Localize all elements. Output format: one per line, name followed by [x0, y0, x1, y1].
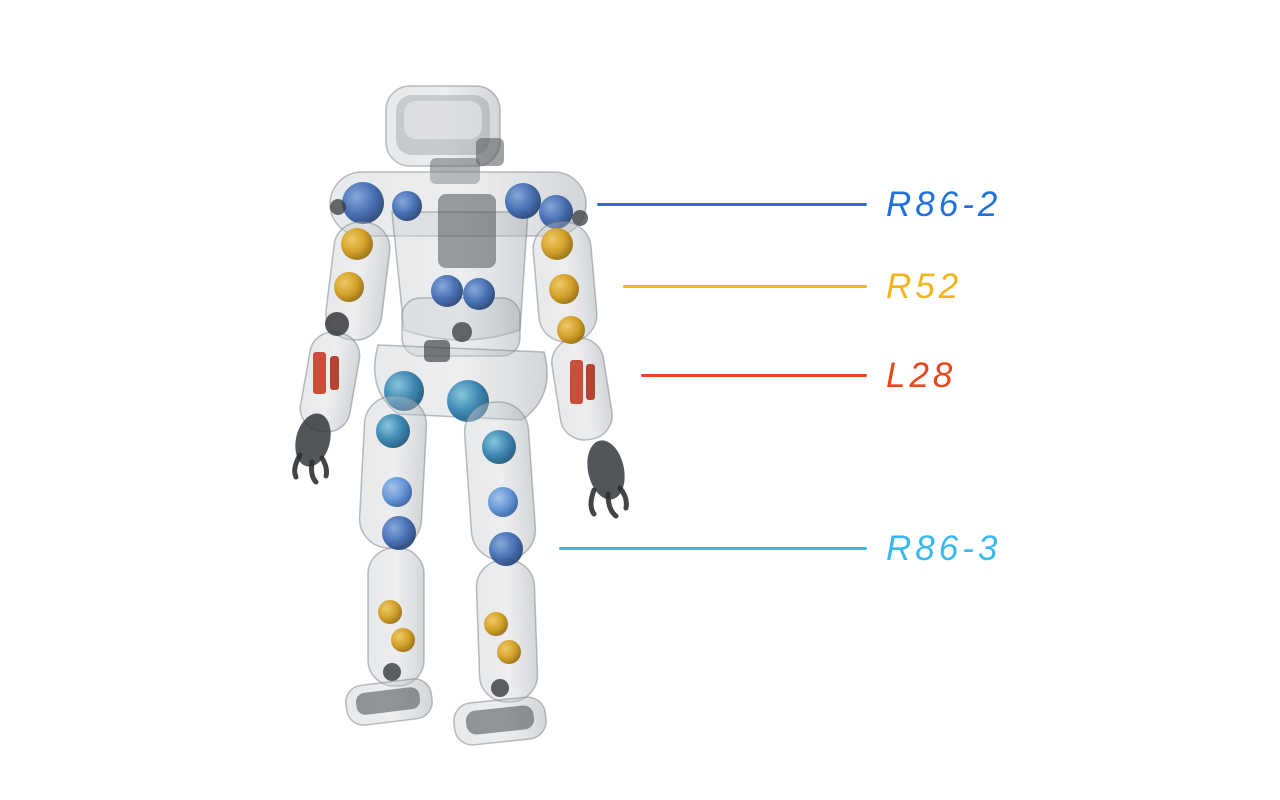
right-forearm-actuator-1: [570, 360, 583, 404]
left-elbow-joint: [325, 312, 349, 336]
robot-right-arm: [532, 221, 629, 519]
robot-left-leg: [345, 395, 433, 726]
robot-head: [385, 85, 504, 184]
robot-torso: [329, 171, 588, 422]
left-shin-actuator-2: [391, 628, 415, 652]
callout-label-l28: L28: [886, 356, 957, 395]
left-upperarm-actuator-1: [341, 228, 373, 260]
callout-line-r52: [623, 285, 867, 288]
right-above-knee-actuator: [488, 487, 518, 517]
right-ankle-joint: [491, 679, 509, 697]
left-ankle-joint: [383, 663, 401, 681]
callout-line-r86-2: [597, 203, 867, 206]
right-upperarm-actuator-1: [541, 228, 573, 260]
waist-actuator-left: [431, 275, 463, 307]
robot-right-leg: [453, 401, 547, 746]
left-shoulder-inner-actuator: [392, 191, 422, 221]
right-thigh-actuator: [482, 430, 516, 464]
left-above-knee-actuator: [382, 477, 412, 507]
left-thigh-actuator: [376, 414, 410, 448]
right-elbow-actuator: [557, 316, 585, 344]
right-shin-actuator-2: [497, 640, 521, 664]
callout-line-r86-3: [559, 547, 867, 550]
right-upperarm-actuator-2: [549, 274, 579, 304]
callout-label-r52: R52: [886, 267, 963, 306]
robot-right-foot: [453, 696, 547, 746]
callout-label-r86-3: R86-3: [886, 529, 1002, 568]
left-forearm-actuator-1: [313, 352, 326, 394]
right-knee-actuator: [489, 532, 523, 566]
robot-left-hand: [292, 413, 331, 485]
left-upperarm-actuator-2: [334, 272, 364, 302]
right-forearm-actuator-2: [586, 364, 595, 400]
callout-label-r86-2: R86-2: [886, 185, 1002, 224]
callout-line-l28: [641, 374, 867, 377]
left-forearm-actuator-2: [330, 356, 339, 390]
left-knee-actuator: [382, 516, 416, 550]
robot-left-arm: [292, 221, 391, 485]
right-shoulder-inner-actuator: [505, 183, 541, 219]
right-shin-actuator-1: [484, 612, 508, 636]
left-shoulder-actuator: [342, 182, 384, 224]
robot-left-foot: [345, 678, 433, 726]
left-shin-actuator-1: [378, 600, 402, 624]
robot-right-hand: [587, 440, 629, 519]
right-shoulder-actuator: [539, 195, 573, 229]
waist-actuator-right: [463, 278, 495, 310]
